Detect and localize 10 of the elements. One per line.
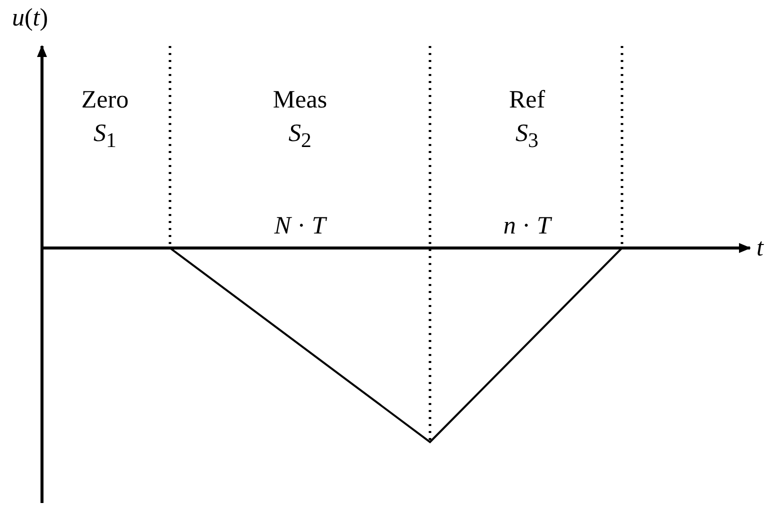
duration-label: n · T — [503, 214, 551, 238]
phase-symbol: S$_{1}$ — [94, 121, 116, 151]
phase-symbol: S$_{2}$ — [288, 121, 312, 151]
duration-label: N · T — [274, 214, 326, 238]
phase-symbol: S$_{3}$ — [516, 121, 538, 151]
phase-label: Meas — [272, 88, 328, 112]
axis-label: u(t) — [12, 6, 48, 30]
axis-label: t — [756, 236, 764, 260]
phase-label: Ref — [508, 88, 546, 112]
phase-label: Zero — [81, 88, 129, 112]
